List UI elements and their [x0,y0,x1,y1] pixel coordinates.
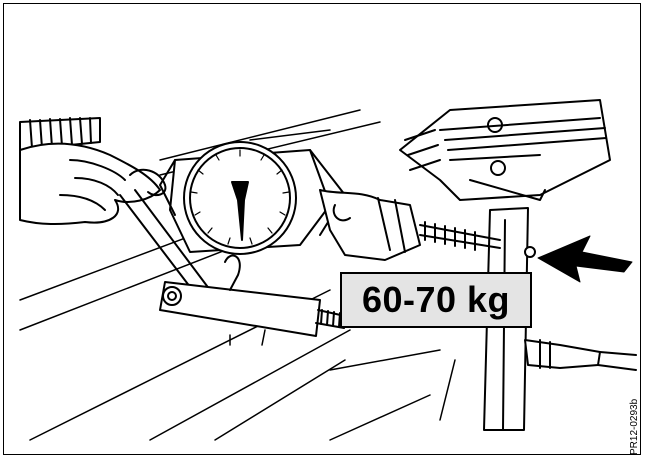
hose [19,117,101,151]
weight-label: 60-70 kg [361,279,511,320]
dial-scale-icon [159,141,346,255]
hand-icon [19,142,161,226]
arrow-left-icon [537,235,633,283]
figure-frame [3,3,641,455]
pipe-fitting [524,339,637,371]
tension-rod [319,189,501,261]
hook-chain-left [119,168,211,301]
machinery-top-right [399,99,611,201]
lever-arm [159,254,346,337]
reference-code: PR12-0293b [629,398,640,455]
weight-callout: 60-70 kg [340,272,532,328]
